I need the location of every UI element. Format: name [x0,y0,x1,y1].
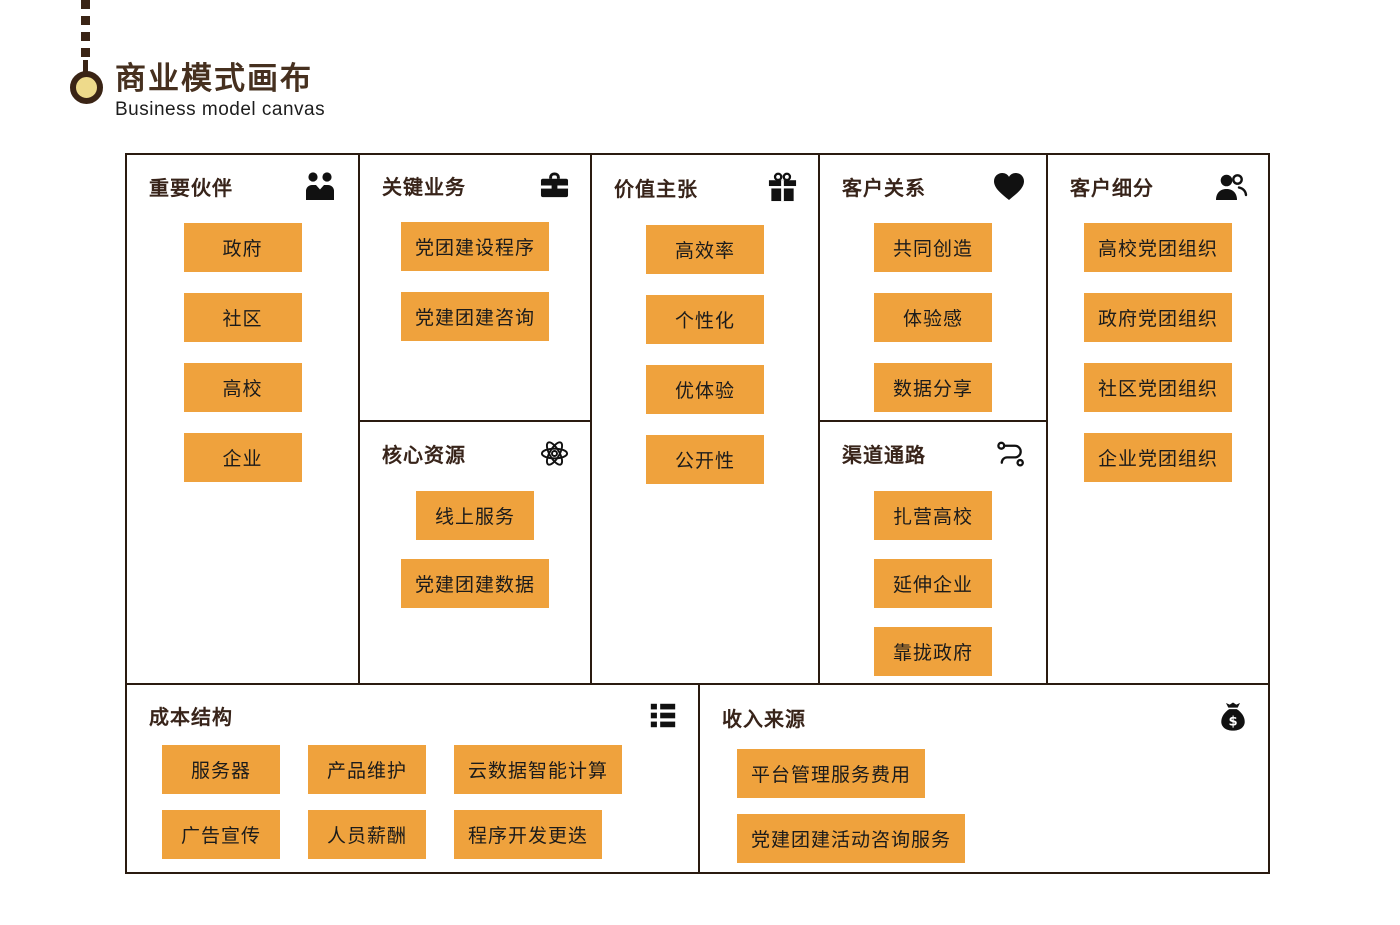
canvas-item: 平台管理服务费用 [737,749,926,798]
section-title: 成本结构 [149,707,233,729]
decorative-dash-stem [83,60,88,75]
section-items: 服务器 产品维护 云数据智能计算 广告宣传 人员薪酬 程序开发更迭 [162,745,678,859]
canvas-item: 党团建设程序 [400,222,549,271]
canvas-item: 云数据智能计算 [454,745,623,794]
svg-text:$: $ [1228,714,1237,729]
section-title: 关键业务 [382,177,466,199]
canvas-item: 社区 [183,293,302,342]
section-title: 客户关系 [842,177,926,200]
canvas-item: 高校党团组织 [1083,223,1232,272]
section-key-partners: 重要伙伴 政府 社区 高校 企业 [127,155,360,683]
section-items: 高校党团组织 政府党团组织 社区党团组织 企业党团组织 [1048,223,1268,482]
briefcase-icon [539,171,570,200]
section-items: 党团建设程序 党建团建咨询 [360,222,590,341]
section-title: 重要伙伴 [149,177,233,200]
list-icon [648,702,678,729]
canvas-grid: 重要伙伴 政府 社区 高校 企业 关键业务 [125,153,1270,874]
section-revenue-streams: 收入来源 $ 平台管理服务费用 党建团建活动咨询服务 [700,683,1268,872]
heart-icon [992,171,1026,201]
canvas-item: 高校 [183,363,302,412]
canvas-item: 社区党团组织 [1083,363,1232,412]
decorative-circle-marker [70,71,103,104]
canvas-item: 延伸企业 [874,559,992,608]
gift-icon [767,171,798,203]
route-icon [995,438,1026,469]
section-header: 客户细分 [1048,155,1268,201]
canvas-item: 服务器 [162,745,280,794]
section-key-resources: 核心资源 线上服务 党建团建数据 [360,422,592,683]
section-title: 核心资源 [382,445,466,467]
section-items: 线上服务 党建团建数据 [360,491,590,608]
section-header: 关键业务 [360,155,590,200]
section-items: 政府 社区 高校 企业 [127,223,358,482]
section-header: 价值主张 [592,155,818,203]
money-bag-icon: $ [1218,701,1248,734]
section-items: 平台管理服务费用 党建团建活动咨询服务 [737,749,1268,863]
section-header: 收入来源 $ [700,685,1268,734]
page-header: 商业模式画布 Business model canvas [115,60,325,121]
canvas-item: 政府党团组织 [1083,293,1232,342]
page-title: 商业模式画布 [115,61,313,96]
canvas-item: 程序开发更迭 [454,810,603,859]
canvas-item: 党建团建数据 [400,559,549,608]
canvas-item: 企业 [183,433,302,482]
section-header: 客户关系 [820,155,1046,201]
section-title: 客户细分 [1070,177,1154,200]
section-header: 核心资源 [360,422,590,469]
users-icon [1214,171,1248,201]
canvas-item: 公开性 [646,435,764,484]
section-title: 渠道通路 [842,445,926,467]
section-key-activities: 关键业务 党团建设程序 党建团建咨询 [360,155,592,422]
canvas-item: 数据分享 [874,363,992,412]
section-title: 收入来源 [722,709,806,731]
canvas-item: 企业党团组织 [1083,433,1232,482]
section-channels: 渠道通路 扎营高校 延伸企业 靠拢政府 [820,422,1048,683]
canvas-item: 党建团建咨询 [400,292,549,341]
canvas-item: 优体验 [646,365,764,414]
canvas-item: 政府 [183,223,302,272]
section-header: 重要伙伴 [127,155,358,201]
canvas-item: 个性化 [646,295,764,344]
section-header: 成本结构 [127,685,698,730]
section-items: 共同创造 体验感 数据分享 [820,223,1046,412]
canvas-item: 共同创造 [874,223,992,272]
section-customer-relationships: 客户关系 共同创造 体验感 数据分享 [820,155,1048,422]
canvas-item: 线上服务 [416,491,534,540]
canvas-item: 扎营高校 [874,491,992,540]
section-items: 扎营高校 延伸企业 靠拢政府 [820,491,1046,676]
section-items: 高效率 个性化 优体验 公开性 [592,225,818,484]
canvas-item: 党建团建活动咨询服务 [737,814,966,863]
section-header: 渠道通路 [820,422,1046,469]
partners-icon [302,171,338,201]
section-value-propositions: 价值主张 高效率 个性化 优体验 公开性 [592,155,820,683]
section-customer-segments: 客户细分 高校党团组织 政府党团组织 社区党团组织 企业党团组织 [1048,155,1268,683]
page-subtitle: Business model canvas [115,99,326,121]
section-cost-structure: 成本结构 服务器 产品维护 云数据智能计算 广告宣传 人员薪酬 程序开发更迭 [127,683,700,872]
section-title: 价值主张 [614,178,698,201]
canvas-item: 广告宣传 [162,810,280,859]
decorative-dashed-line [81,0,90,64]
canvas-item: 靠拢政府 [874,627,992,676]
canvas-item: 体验感 [874,293,992,342]
canvas-item: 人员薪酬 [308,810,426,859]
canvas-item: 产品维护 [308,745,426,794]
atom-icon [539,438,570,469]
canvas-item: 高效率 [646,225,764,274]
